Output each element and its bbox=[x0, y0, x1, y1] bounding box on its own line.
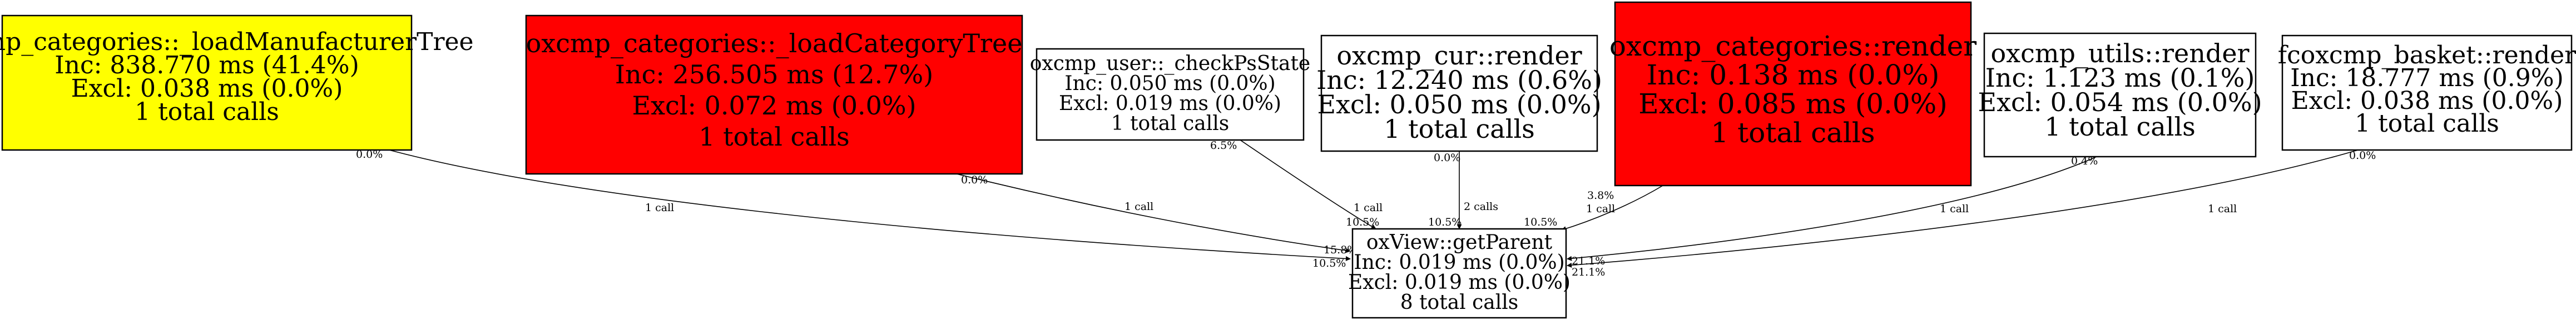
edge-loadCategoryTree-to-getParent: 0.0% 1 call 15.8% bbox=[956, 173, 1357, 256]
edge-categoriesRender-to-getParent: 3.8%1 call 10.5% bbox=[1524, 185, 1663, 231]
edge-loadManufacturerTree-to-getParent: 0.0% 1 call 10.5% bbox=[356, 148, 1351, 269]
node-exclusive-time: Excl: 0.054 ms (0.0%) bbox=[1978, 87, 2262, 117]
edge-tail-label: 0.0% bbox=[2349, 149, 2376, 162]
edge-tail-label: 6.5% bbox=[1210, 139, 1237, 152]
edge-head-label: 21.1% bbox=[1572, 266, 1605, 278]
node-box bbox=[525, 14, 1023, 175]
node-inclusive-time: Inc: 0.050 ms (0.0%) bbox=[1064, 72, 1275, 95]
edge-line bbox=[1567, 156, 2097, 261]
edge-tail-label: 3.8% bbox=[1587, 189, 1614, 202]
edge-line bbox=[1240, 139, 1376, 229]
node-call-count: 1 total calls bbox=[2355, 109, 2499, 138]
node-exclusive-time: Excl: 0.085 ms (0.0%) bbox=[1638, 88, 1947, 120]
node-exclusive-time: Excl: 0.038 ms (0.0%) bbox=[2291, 87, 2563, 115]
edge-head-label: 21.1% bbox=[1572, 255, 1605, 267]
edge-call-label: 1 call bbox=[1124, 201, 1153, 213]
edge-head-label: 10.5% bbox=[1524, 216, 1557, 228]
node-call-count: 8 total calls bbox=[1400, 291, 1519, 314]
edge-call-label: 1 call bbox=[2208, 203, 2237, 215]
node-exclusive-time: Excl: 0.019 ms (0.0%) bbox=[1059, 92, 1281, 115]
node-box bbox=[1036, 48, 1305, 141]
edge-call-label: 1 call bbox=[1940, 203, 1969, 215]
node-inclusive-time: Inc: 256.505 ms (12.7%) bbox=[615, 59, 933, 89]
node-function-name: oxcmp_categories::_loadManufacturerTree bbox=[0, 28, 474, 56]
node-exclusive-time: Excl: 0.038 ms (0.0%) bbox=[71, 74, 343, 103]
node-inclusive-time: Inc: 12.240 ms (0.6%) bbox=[1316, 65, 1602, 95]
node-function-name: oxcmp_user::_checkPsState bbox=[1030, 52, 1310, 75]
edge-call-label: 1 call bbox=[1586, 203, 1615, 215]
node-exclusive-time: Excl: 0.050 ms (0.0%) bbox=[1317, 89, 1601, 119]
node-inclusive-time: Inc: 838.770 ms (41.4%) bbox=[55, 51, 359, 79]
node-inclusive-time: Inc: 18.777 ms (0.9%) bbox=[2290, 64, 2564, 92]
node-call-count: 1 total calls bbox=[2044, 112, 2196, 142]
edge-head-label: 10.5% bbox=[1312, 257, 1346, 269]
edge-tail-label: 0.0% bbox=[961, 174, 988, 186]
node-function-name: oxcmp_categories::render bbox=[1609, 30, 1976, 62]
edges-layer: 0.0% 1 call 10.5% 0.0% 1 call 15.8% 6.5% 1 call… bbox=[356, 139, 2376, 278]
node-call-count: 1 total calls bbox=[1711, 117, 1875, 149]
node-inclusive-time: Inc: 0.138 ms (0.0%) bbox=[1647, 59, 1940, 91]
edge-line bbox=[1567, 149, 2359, 268]
node-function-name: oxcmp_utils::render bbox=[1990, 38, 2249, 68]
node-function-name: fcoxcmp_basket::render bbox=[2278, 41, 2576, 69]
node-box bbox=[1320, 34, 1598, 152]
node-call-count: 1 total calls bbox=[699, 122, 850, 152]
edge-head-label: 15.8% bbox=[1324, 244, 1357, 256]
edge-head-label: 10.5% bbox=[1428, 216, 1462, 228]
node-call-count: 1 total calls bbox=[135, 98, 279, 126]
edge-tail-label: 0.0% bbox=[1434, 152, 1460, 164]
edge-utilsRender-to-getParent: 0.4% 1 call 21.1% bbox=[1567, 155, 2098, 267]
node-inclusive-time: Inc: 1.123 ms (0.1%) bbox=[1985, 63, 2255, 93]
node-box bbox=[1614, 1, 1972, 187]
node-box bbox=[2281, 34, 2573, 151]
node-function-name: oxView::getParent bbox=[1366, 231, 1553, 254]
node-loadCategoryTree[interactable]: oxcmp_categories::_loadCategoryTreeInc: … bbox=[525, 14, 1023, 175]
edge-call-label: 2 calls bbox=[1464, 201, 1498, 213]
edge-line bbox=[389, 149, 1351, 262]
edge-call-label: 1 call bbox=[1354, 202, 1383, 214]
node-box bbox=[1351, 228, 1567, 319]
edge-checkPsState-to-getParent: 6.5% 1 call 10.5% bbox=[1210, 139, 1383, 229]
node-function-name: oxcmp_categories::_loadCategoryTree bbox=[526, 28, 1023, 58]
node-exclusive-time: Excl: 0.072 ms (0.0%) bbox=[632, 91, 916, 121]
edge-line bbox=[956, 173, 1351, 253]
node-function-name: oxcmp_cur::render bbox=[1336, 41, 1582, 71]
edge-basketRender-to-getParent: 0.0% 1 call 21.1% bbox=[1567, 149, 2376, 278]
node-exclusive-time: Excl: 0.019 ms (0.0%) bbox=[1348, 271, 1571, 294]
node-box bbox=[1, 14, 413, 151]
node-inclusive-time: Inc: 0.019 ms (0.0%) bbox=[1354, 251, 1564, 274]
node-box bbox=[1983, 32, 2257, 158]
edge-tail-label: 0.4% bbox=[2071, 155, 2098, 167]
edge-head-label: 10.5% bbox=[1346, 216, 1379, 228]
edge-line bbox=[1561, 185, 1663, 231]
node-call-count: 1 total calls bbox=[1384, 114, 1535, 144]
edge-call-label: 1 call bbox=[645, 202, 674, 214]
node-call-count: 1 total calls bbox=[1111, 112, 1230, 135]
edge-tail-label: 0.0% bbox=[356, 148, 383, 161]
node-loadManufacturerTree[interactable]: oxcmp_categories::_loadManufacturerTreeI… bbox=[0, 14, 474, 151]
